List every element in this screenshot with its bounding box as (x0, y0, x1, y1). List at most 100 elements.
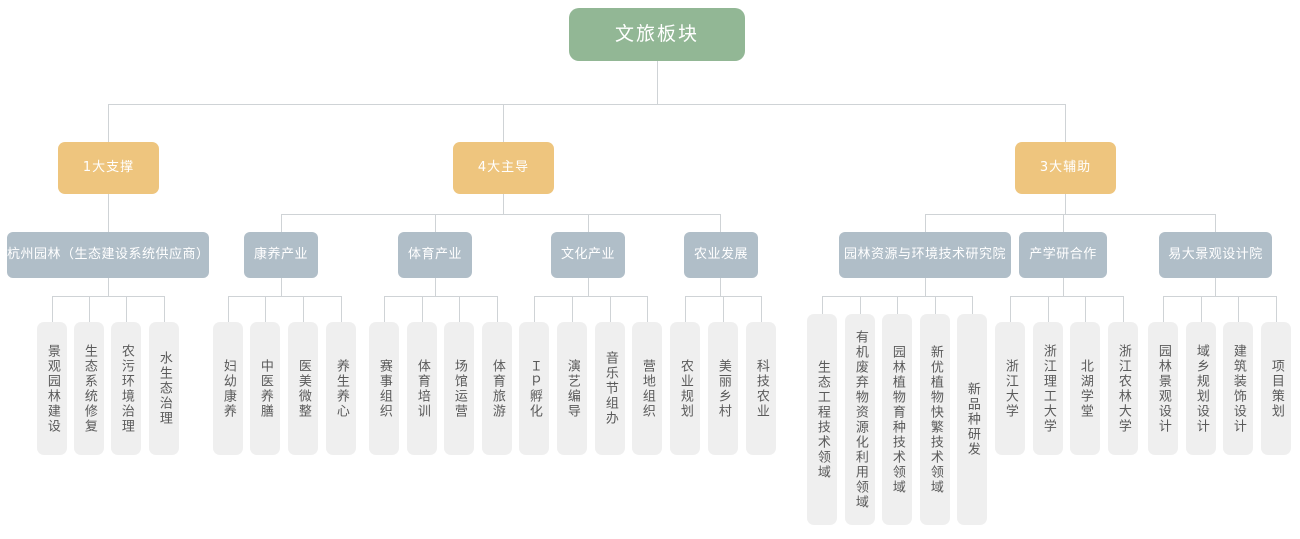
leaf-label: 景观园林建设 (44, 343, 60, 434)
node-level3-1-label: 杭州园林（生态建设系统供应商） (7, 246, 210, 262)
node-level2-1-dazhicheng[interactable]: 1大支撑 (58, 142, 159, 194)
connector-leaf-f4 (935, 296, 936, 314)
leaf-label: 养生养心 (333, 358, 349, 419)
connector-leaf-a4 (164, 296, 165, 322)
leaf-node[interactable]: 水生态治理 (149, 322, 179, 455)
node-level3-7-label: 产学研合作 (1029, 246, 1097, 262)
leaf-node[interactable]: 园林景观设计 (1148, 322, 1178, 455)
connector-g3-drop-1 (925, 214, 926, 232)
node-level3-4-label: 文化产业 (560, 246, 615, 262)
connector-leaf-f5 (972, 296, 973, 314)
connector-leaf-a3 (126, 296, 127, 322)
leaf-node[interactable]: 新优植物快繁技术领域 (920, 314, 950, 525)
leaf-node[interactable]: 域乡规划设计 (1186, 322, 1216, 455)
node-level3-yida-jingguan[interactable]: 易大景观设计院 (1159, 232, 1272, 278)
leaf-label: 美丽乡村 (715, 358, 731, 419)
leaf-node[interactable]: 妇幼康养 (213, 322, 243, 455)
leaf-label: 赛事组织 (376, 358, 392, 419)
node-level3-chanxueyan-hezuo[interactable]: 产学研合作 (1019, 232, 1107, 278)
node-level3-wenhua-chanye[interactable]: 文化产业 (551, 232, 625, 278)
connector-leafbus-c (384, 296, 497, 297)
leaf-node[interactable]: 农业规划 (670, 322, 700, 455)
connector-g2-drop-2 (435, 214, 436, 232)
leaf-label: 园林植物育种技术领域 (889, 344, 905, 495)
leaf-label: 有机废弃物资源化利用领域 (852, 329, 868, 510)
node-level3-5-label: 农业发展 (693, 246, 748, 262)
leaf-label: 农污环境治理 (118, 343, 134, 434)
leaf-node[interactable]: 美丽乡村 (708, 322, 738, 455)
leaf-label: 中医养膳 (257, 358, 273, 419)
leaf-node[interactable]: 医美微整 (288, 322, 318, 455)
leaf-node[interactable]: 演艺编导 (557, 322, 587, 455)
connector-leafbus-e-down (720, 278, 721, 296)
connector-leafbus-b-down (281, 278, 282, 296)
leaf-node[interactable]: 体育旅游 (482, 322, 512, 455)
leaf-label: Ｉｐ孵化 (526, 358, 542, 419)
leaf-node[interactable]: 园林植物育种技术领域 (882, 314, 912, 525)
node-root[interactable]: 文旅板块 (569, 8, 745, 61)
leaf-node[interactable]: 赛事组织 (369, 322, 399, 455)
leaf-node[interactable]: 场馆运营 (444, 322, 474, 455)
leaf-node[interactable]: 农污环境治理 (111, 322, 141, 455)
leaf-node[interactable]: 养生养心 (326, 322, 356, 455)
leaf-node[interactable]: 建筑装饰设计 (1223, 322, 1253, 455)
leaf-node[interactable]: 中医养膳 (250, 322, 280, 455)
connector-leaf-f1 (822, 296, 823, 314)
connector-leaf-g1 (1010, 296, 1011, 322)
connector-leaf-a2 (89, 296, 90, 322)
leaf-node[interactable]: 浙江理工大学 (1033, 322, 1063, 455)
leaf-node[interactable]: 浙江大学 (995, 322, 1025, 455)
connector-leafbus-d-down (588, 278, 589, 296)
connector-leafbus-h (1163, 296, 1276, 297)
node-level2-4-dazhudao[interactable]: 4大主导 (453, 142, 554, 194)
connector-leaf-g4 (1123, 296, 1124, 322)
connector-g2-down (503, 194, 504, 214)
connector-g3-down (1065, 194, 1066, 214)
connector-leaf-h2 (1201, 296, 1202, 322)
connector-leafbus-a (52, 296, 164, 297)
node-level3-6-label: 园林资源与环境技术研究院 (843, 246, 1006, 262)
leaf-node[interactable]: 北湖学堂 (1070, 322, 1100, 455)
leaf-label: 项目策划 (1268, 358, 1284, 419)
node-level3-tiyu-chanye[interactable]: 体育产业 (398, 232, 472, 278)
node-level3-yanjiuyuan[interactable]: 园林资源与环境技术研究院 (839, 232, 1011, 278)
leaf-label: 营地组织 (639, 358, 655, 419)
leaf-label: 体育培训 (414, 358, 430, 419)
node-level2-3-dafuzhu[interactable]: 3大辅助 (1015, 142, 1116, 194)
connector-leaf-b2 (265, 296, 266, 322)
connector-g2-drop-1 (281, 214, 282, 232)
leaf-node[interactable]: 音乐节组办 (595, 322, 625, 455)
leaf-node[interactable]: 科技农业 (746, 322, 776, 455)
leaf-node[interactable]: 项目策划 (1261, 322, 1291, 455)
connector-leafbus-f-down (925, 278, 926, 296)
node-level3-hangzhou-yuanlin[interactable]: 杭州园林（生态建设系统供应商） (7, 232, 209, 278)
connector-leaf-h4 (1276, 296, 1277, 322)
connector-level2-drop-2 (503, 104, 504, 142)
leaf-label: 建筑装饰设计 (1230, 343, 1246, 434)
leaf-label: 医美微整 (295, 358, 311, 419)
connector-leaf-c2 (422, 296, 423, 322)
connector-leaf-b1 (228, 296, 229, 322)
connector-leaf-c1 (384, 296, 385, 322)
connector-leaf-f2 (860, 296, 861, 314)
leaf-node[interactable]: 营地组织 (632, 322, 662, 455)
connector-leafbus-b (228, 296, 341, 297)
leaf-node[interactable]: 生态工程技术领域 (807, 314, 837, 525)
node-level3-kangyang-chanye[interactable]: 康养产业 (244, 232, 318, 278)
connector-leaf-b4 (341, 296, 342, 322)
connector-leaf-a1 (52, 296, 53, 322)
connector-leaf-g3 (1085, 296, 1086, 322)
connector-leaf-c4 (497, 296, 498, 322)
node-level3-nongye-fazhan[interactable]: 农业发展 (684, 232, 758, 278)
leaf-node[interactable]: Ｉｐ孵化 (519, 322, 549, 455)
connector-leaf-d2 (572, 296, 573, 322)
leaf-node[interactable]: 景观园林建设 (37, 322, 67, 455)
leaf-node[interactable]: 新品种研发 (957, 314, 987, 525)
leaf-node[interactable]: 体育培训 (407, 322, 437, 455)
leaf-node[interactable]: 有机废弃物资源化利用领域 (845, 314, 875, 525)
leaf-node[interactable]: 浙江农林大学 (1108, 322, 1138, 455)
leaf-label: 域乡规划设计 (1193, 343, 1209, 434)
connector-leaf-e1 (685, 296, 686, 322)
connector-leaf-c3 (459, 296, 460, 322)
leaf-node[interactable]: 生态系统修复 (74, 322, 104, 455)
